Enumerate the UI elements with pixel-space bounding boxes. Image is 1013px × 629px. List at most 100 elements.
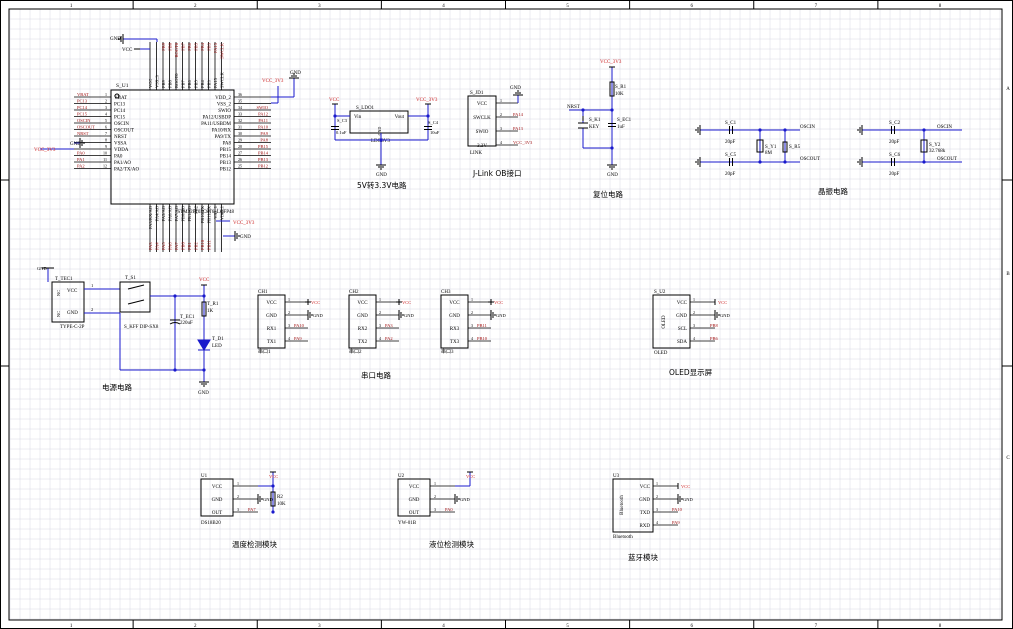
crystal-resistor bbox=[782, 141, 788, 153]
net-label: PA2 bbox=[77, 164, 85, 169]
bluetooth-body-label: Bluetooth bbox=[620, 495, 625, 515]
uart-connector bbox=[440, 294, 469, 349]
pin-number: 1 bbox=[237, 481, 239, 486]
cap-value: 10uF bbox=[430, 130, 440, 135]
pin-number: 4 bbox=[500, 140, 502, 145]
ground-symbol bbox=[234, 231, 240, 241]
net-label: NRST bbox=[567, 105, 580, 110]
vcc33-label: VCC_3V3 bbox=[233, 221, 255, 226]
pin-name: PA3/RX/AO bbox=[148, 205, 153, 229]
row-marker: B bbox=[1006, 272, 1010, 277]
ground-symbol bbox=[607, 164, 617, 170]
pin-number: 26 bbox=[238, 157, 242, 162]
crystal-ref: S_Y2 bbox=[929, 143, 941, 148]
pin-name: PA9/TX bbox=[215, 135, 232, 140]
electrolytic-capacitor bbox=[169, 319, 181, 325]
pin-name: PA0 bbox=[114, 154, 123, 159]
uart-part: 串口3 bbox=[441, 349, 454, 355]
pin-name: OSCOUT bbox=[114, 128, 134, 133]
pin-name: SWCLK bbox=[219, 71, 224, 88]
pin-number: 33 bbox=[238, 112, 242, 117]
pin-name: PB5 bbox=[193, 79, 198, 88]
jlink-ref: S_JD1 bbox=[470, 91, 484, 96]
pin-name: GND bbox=[639, 498, 650, 503]
net-label: VCC bbox=[402, 300, 411, 305]
pin-number: 2 bbox=[471, 310, 473, 315]
junction-dot bbox=[173, 294, 177, 298]
pin-name: RX1 bbox=[267, 327, 277, 332]
gnd-label: GND bbox=[290, 71, 301, 76]
crystal-title: 晶振电路 bbox=[818, 186, 848, 196]
pin-name: PB2 bbox=[193, 206, 198, 214]
junction-dot bbox=[271, 484, 275, 488]
vcc-label: VCC bbox=[329, 98, 340, 103]
cap-value: 20pF bbox=[725, 140, 736, 145]
net-label: GND bbox=[263, 497, 273, 502]
column-marker: 5 bbox=[566, 4, 569, 9]
cap-value: 20pF bbox=[725, 172, 736, 177]
net-label: NRST bbox=[77, 131, 89, 136]
pin-number: 3 bbox=[105, 105, 107, 110]
net-label: PB10 bbox=[477, 336, 488, 341]
pin-name: VCC bbox=[640, 485, 651, 490]
net-label: GND bbox=[404, 313, 414, 318]
gnd-label: GND bbox=[198, 391, 209, 396]
row-marker: A bbox=[1006, 87, 1010, 92]
pin-number: 4 bbox=[656, 520, 658, 525]
pin-number: 2 bbox=[693, 310, 695, 315]
capacitor bbox=[424, 126, 432, 130]
net-label: PB10 bbox=[200, 239, 205, 250]
switch-body bbox=[119, 281, 151, 313]
pin-number: 3 bbox=[237, 507, 239, 512]
net-label: GND bbox=[313, 313, 323, 318]
pin-name: BOOT0 bbox=[174, 73, 179, 88]
cap-ref: S_C2 bbox=[889, 121, 901, 126]
crystal-value: 8M bbox=[765, 151, 773, 156]
pin-number: 2 bbox=[105, 99, 107, 104]
pin-number: 1 bbox=[91, 283, 93, 288]
pin-number: 28 bbox=[238, 144, 242, 149]
net-label: VBAT bbox=[77, 92, 89, 97]
pin-number: 3 bbox=[288, 323, 290, 328]
pin-name: SWCLK bbox=[473, 116, 491, 121]
column-marker: 8 bbox=[939, 4, 942, 9]
column-marker: 2 bbox=[194, 624, 197, 629]
pin-name: PB6 bbox=[187, 79, 192, 88]
pin-number: 30 bbox=[238, 131, 242, 136]
pin-name: VCC bbox=[449, 301, 460, 306]
pin-number: 2 bbox=[434, 494, 436, 499]
net-label: PB13 bbox=[258, 157, 269, 162]
pin-number: 4 bbox=[693, 336, 695, 341]
net-label: GND bbox=[496, 313, 506, 318]
ldo-body bbox=[349, 110, 409, 134]
net-label: OSCOUT bbox=[800, 157, 820, 162]
junction-dot bbox=[783, 128, 787, 132]
pin-number: 25 bbox=[238, 164, 242, 169]
net-label: PA0 bbox=[77, 151, 85, 156]
net-label: PA15 bbox=[213, 42, 218, 53]
net-label: VCC bbox=[269, 474, 278, 479]
pin-number: 2 bbox=[656, 494, 658, 499]
oled-title: OLED显示屏 bbox=[669, 368, 713, 377]
net-label: GND bbox=[460, 497, 470, 502]
pin-name: RXD bbox=[639, 524, 650, 529]
ground-symbol bbox=[695, 157, 701, 167]
net-label: PA11 bbox=[258, 118, 268, 123]
usb-connector bbox=[51, 281, 85, 323]
net-label: PA2 bbox=[385, 336, 393, 341]
pin-name: 3.3V bbox=[477, 144, 487, 149]
capacitor bbox=[331, 126, 339, 130]
pin-name: SWIO bbox=[476, 130, 489, 135]
button-part: KEY bbox=[589, 125, 600, 130]
ground-symbol bbox=[376, 164, 386, 170]
net-label: SWIO bbox=[257, 105, 269, 110]
net-label: PC14 bbox=[77, 105, 88, 110]
column-marker: 6 bbox=[690, 4, 693, 9]
junction-dot bbox=[202, 368, 206, 372]
net-label: PB9 bbox=[161, 42, 166, 51]
pin-number: 11 bbox=[103, 157, 107, 162]
junction-dot bbox=[271, 510, 275, 514]
cap-value: 20pF bbox=[889, 140, 900, 145]
net-label: PA6 bbox=[167, 242, 172, 250]
net-label: PB12 bbox=[258, 164, 268, 169]
